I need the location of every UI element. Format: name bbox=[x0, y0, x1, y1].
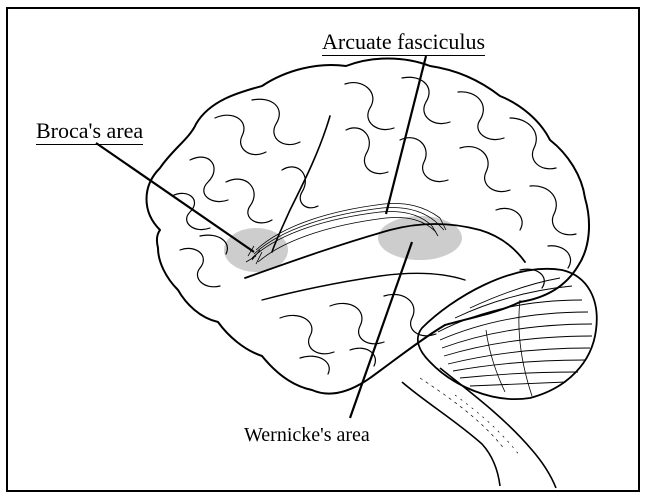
brocas-area-label: Broca's area bbox=[36, 120, 143, 145]
wernicke-region bbox=[378, 216, 462, 260]
wernickes-area-label: Wernicke's area bbox=[244, 425, 370, 445]
cerebrum bbox=[147, 59, 590, 394]
arcuate-fasciculus-label: Arcuate fasciculus bbox=[322, 31, 485, 56]
broca-pointer bbox=[96, 143, 254, 252]
arcuate-pointer bbox=[386, 56, 426, 214]
wernicke-pointer bbox=[350, 242, 412, 418]
cerebellum bbox=[418, 269, 597, 399]
